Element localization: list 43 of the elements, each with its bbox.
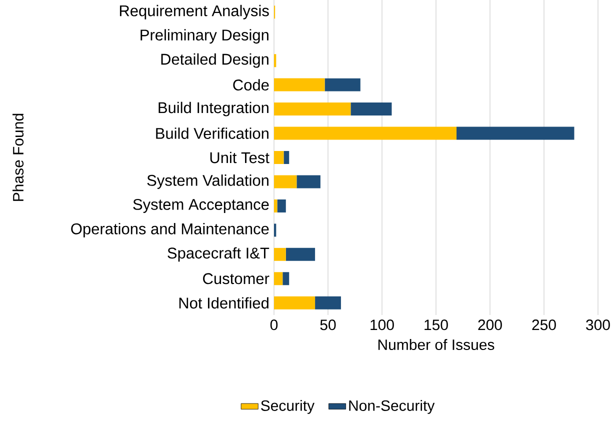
x-tick-label: 0 (270, 320, 278, 330)
bar (274, 151, 284, 164)
x-tick-label: 250 (532, 320, 556, 330)
x-tick-label: 300 (586, 320, 610, 330)
y-tick-label: Build Verification (156, 128, 268, 139)
bar (274, 296, 316, 310)
y-tick-label: Detailed Design (161, 53, 268, 68)
bar (274, 272, 283, 286)
bar (274, 126, 457, 140)
bar (324, 78, 360, 92)
bar (315, 296, 341, 310)
bar (274, 199, 278, 212)
y-tick-label: Preliminary Design (140, 29, 268, 44)
y-tick-label: System Acceptance (133, 198, 269, 213)
bar (286, 248, 316, 261)
bar (274, 102, 351, 116)
legend-label: Non-Security (349, 400, 435, 414)
bar (350, 102, 392, 116)
bar (277, 199, 286, 212)
x-tick-label: 200 (478, 320, 502, 330)
x-tick-label: 150 (424, 320, 448, 330)
y-axis-title: Phase Found (12, 114, 24, 201)
legend-label: Security (261, 400, 314, 414)
y-tick-label: Unit Test (210, 152, 270, 164)
bar (282, 272, 290, 286)
bar (296, 175, 320, 188)
y-tick-label: Customer (203, 273, 270, 284)
bar (274, 248, 286, 261)
x-tick-label: 100 (370, 320, 394, 330)
bar (284, 151, 290, 164)
y-tick-label: Not Identified (179, 297, 268, 309)
bar (274, 175, 297, 188)
bar (456, 126, 574, 140)
stacked-bar-chart: 0 50 100 150 200 250 300 Requirement Analysis Preliminary Design Detailed Design Code Build Integration Build Verification Unit Test System Validation System Acceptance Operations and Maintenance Spacecraft I&T Customer Not Identified Number of Issues Phase Found Security Non-Security (12, 0, 610, 417)
x-axis-title: Number of Issues (378, 339, 494, 350)
y-tick-label: Spacecraft I&T (168, 247, 270, 262)
y-tick-label: Requirement Analysis (120, 4, 269, 20)
y-tick-label: System Validation (147, 174, 268, 189)
bar (274, 78, 325, 92)
y-tick-label: Build Integration (158, 102, 268, 116)
y-tick-label: Code (233, 79, 269, 91)
x-tick-label: 50 (320, 320, 336, 330)
y-tick-label: Operations and Maintenance (71, 222, 269, 238)
